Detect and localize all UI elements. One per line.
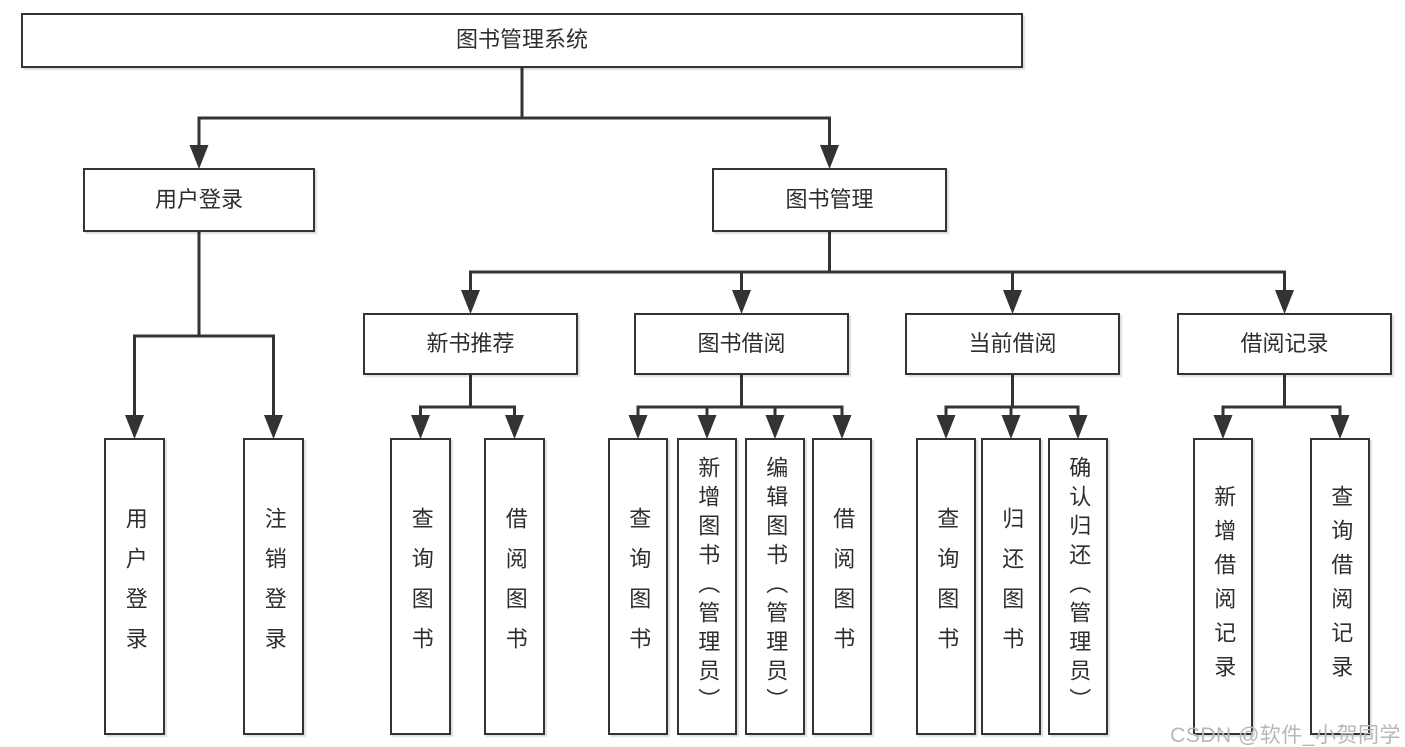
node-book-borrowing: 图书借阅 [634,313,849,375]
node-new-book-recommendation: 新书推荐 [363,313,578,375]
node-label: 新书推荐 [426,330,515,356]
node-label: 借阅图书 [830,506,856,667]
node-current-borrowing: 当前借阅 [905,313,1120,375]
node-label: 查询图书 [626,506,652,667]
node-user-login-action: 用户登录 [104,438,165,735]
node-label: 确认归还（管理员） [1066,456,1092,717]
node-label: 图书管理 [785,186,874,212]
node-label: 查询借阅记录 [1328,484,1354,689]
node-query-books-borrowing: 查询图书 [608,438,668,735]
node-borrowing-records: 借阅记录 [1177,313,1392,375]
node-book-management: 图书管理 [712,168,947,232]
node-label: 当前借阅 [968,330,1057,356]
node-query-books-recommend: 查询图书 [390,438,451,735]
node-label: 图书借阅 [697,330,786,356]
node-label: 图书管理系统 [455,27,588,53]
node-add-borrow-record: 新增借阅记录 [1193,438,1253,735]
node-logout-action: 注销登录 [243,438,304,735]
node-user-login: 用户登录 [83,168,315,232]
node-library-management-system: 图书管理系统 [21,13,1023,68]
node-label: 用户登录 [154,186,243,212]
node-label: 查询图书 [934,506,960,667]
node-return-books: 归还图书 [981,438,1041,735]
node-label: 归还图书 [999,506,1025,667]
node-label: 新增借阅记录 [1211,484,1237,689]
node-add-book-admin: 新增图书（管理员） [677,438,737,735]
node-label: 用户登录 [122,506,148,667]
node-query-books-current: 查询图书 [916,438,976,735]
node-label: 查询图书 [408,506,434,667]
node-label: 新增图书（管理员） [695,456,721,717]
node-query-borrow-record: 查询借阅记录 [1310,438,1370,735]
node-borrow-books-recommend: 借阅图书 [484,438,545,735]
node-borrow-books-borrowing: 借阅图书 [812,438,872,735]
node-label: 借阅图书 [502,506,528,667]
node-label: 编辑图书（管理员） [763,456,789,717]
node-confirm-return-admin: 确认归还（管理员） [1048,438,1108,735]
watermark: CSDN @软件_小贺同学 [1170,724,1401,747]
node-label: 注销登录 [261,506,287,667]
node-label: 借阅记录 [1240,330,1329,356]
node-edit-book-admin: 编辑图书（管理员） [745,438,805,735]
